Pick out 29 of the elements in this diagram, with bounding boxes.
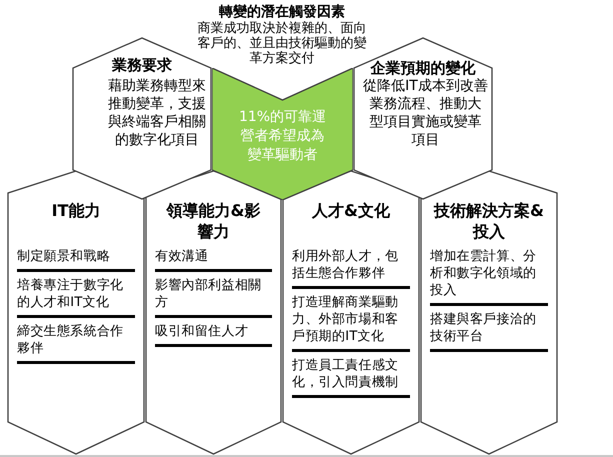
list-item: 打造理解商業驅動力、外部市場和客戶預期的IT文化 — [292, 294, 410, 352]
cell-text: 從降低IT成本到改善業務流程、推動大型項目實施或變革項目 — [363, 77, 488, 149]
diagram-title: 轉變的潛在觸發因素 — [218, 4, 346, 21]
list-item: 吸引和留住人才 — [155, 323, 272, 347]
list-item: 搭建與客戶接洽的技術平台 — [430, 311, 548, 352]
cell-heading: 企業預期的變化 — [370, 59, 476, 77]
cell-heading: 業務要求 — [111, 56, 173, 74]
list-item: 影響內部利益相關方 — [155, 277, 272, 318]
highlight-text: 11%的可靠運營者希望成為變革驅動者 — [238, 108, 328, 165]
hexagon-cell — [145, 170, 282, 455]
list-item: 有效溝通 — [155, 248, 272, 272]
list-item: 增加在雲計算、分析和數字化領域的投入 — [430, 248, 548, 306]
highlight-hexagon — [212, 68, 353, 200]
hexagon-cell — [353, 37, 493, 200]
column-heading: 領導能力&影響力 — [165, 200, 262, 242]
list-item: 培養專注于數字化的人才和IT文化 — [17, 277, 135, 318]
list-item: 締交生態系統合作夥伴 — [17, 323, 135, 364]
hexagon-cell — [420, 170, 558, 455]
hexagon-cell — [72, 37, 212, 200]
list-item: 打造員工責任感文化，引入問責機制 — [292, 357, 410, 398]
column-heading: IT能力 — [50, 200, 102, 221]
list-item: 利用外部人才，包括生態合作夥伴 — [292, 248, 410, 289]
list-item: 制定願景和戰略 — [17, 248, 135, 272]
hexagon-cell — [7, 170, 145, 455]
column-heading: 技術解決方案&投入 — [434, 200, 544, 242]
cell-text: 藉助業務轉型來推動變革，支援與終端客戶相關的數字化項目 — [107, 77, 207, 149]
subtitle-text: 商業成功取決於複雜的、面向客戶的、並且由技術驅動的變革方案交付 — [196, 21, 368, 66]
column-heading: 人才&文化 — [310, 200, 391, 221]
hexagon-cell — [282, 170, 420, 455]
